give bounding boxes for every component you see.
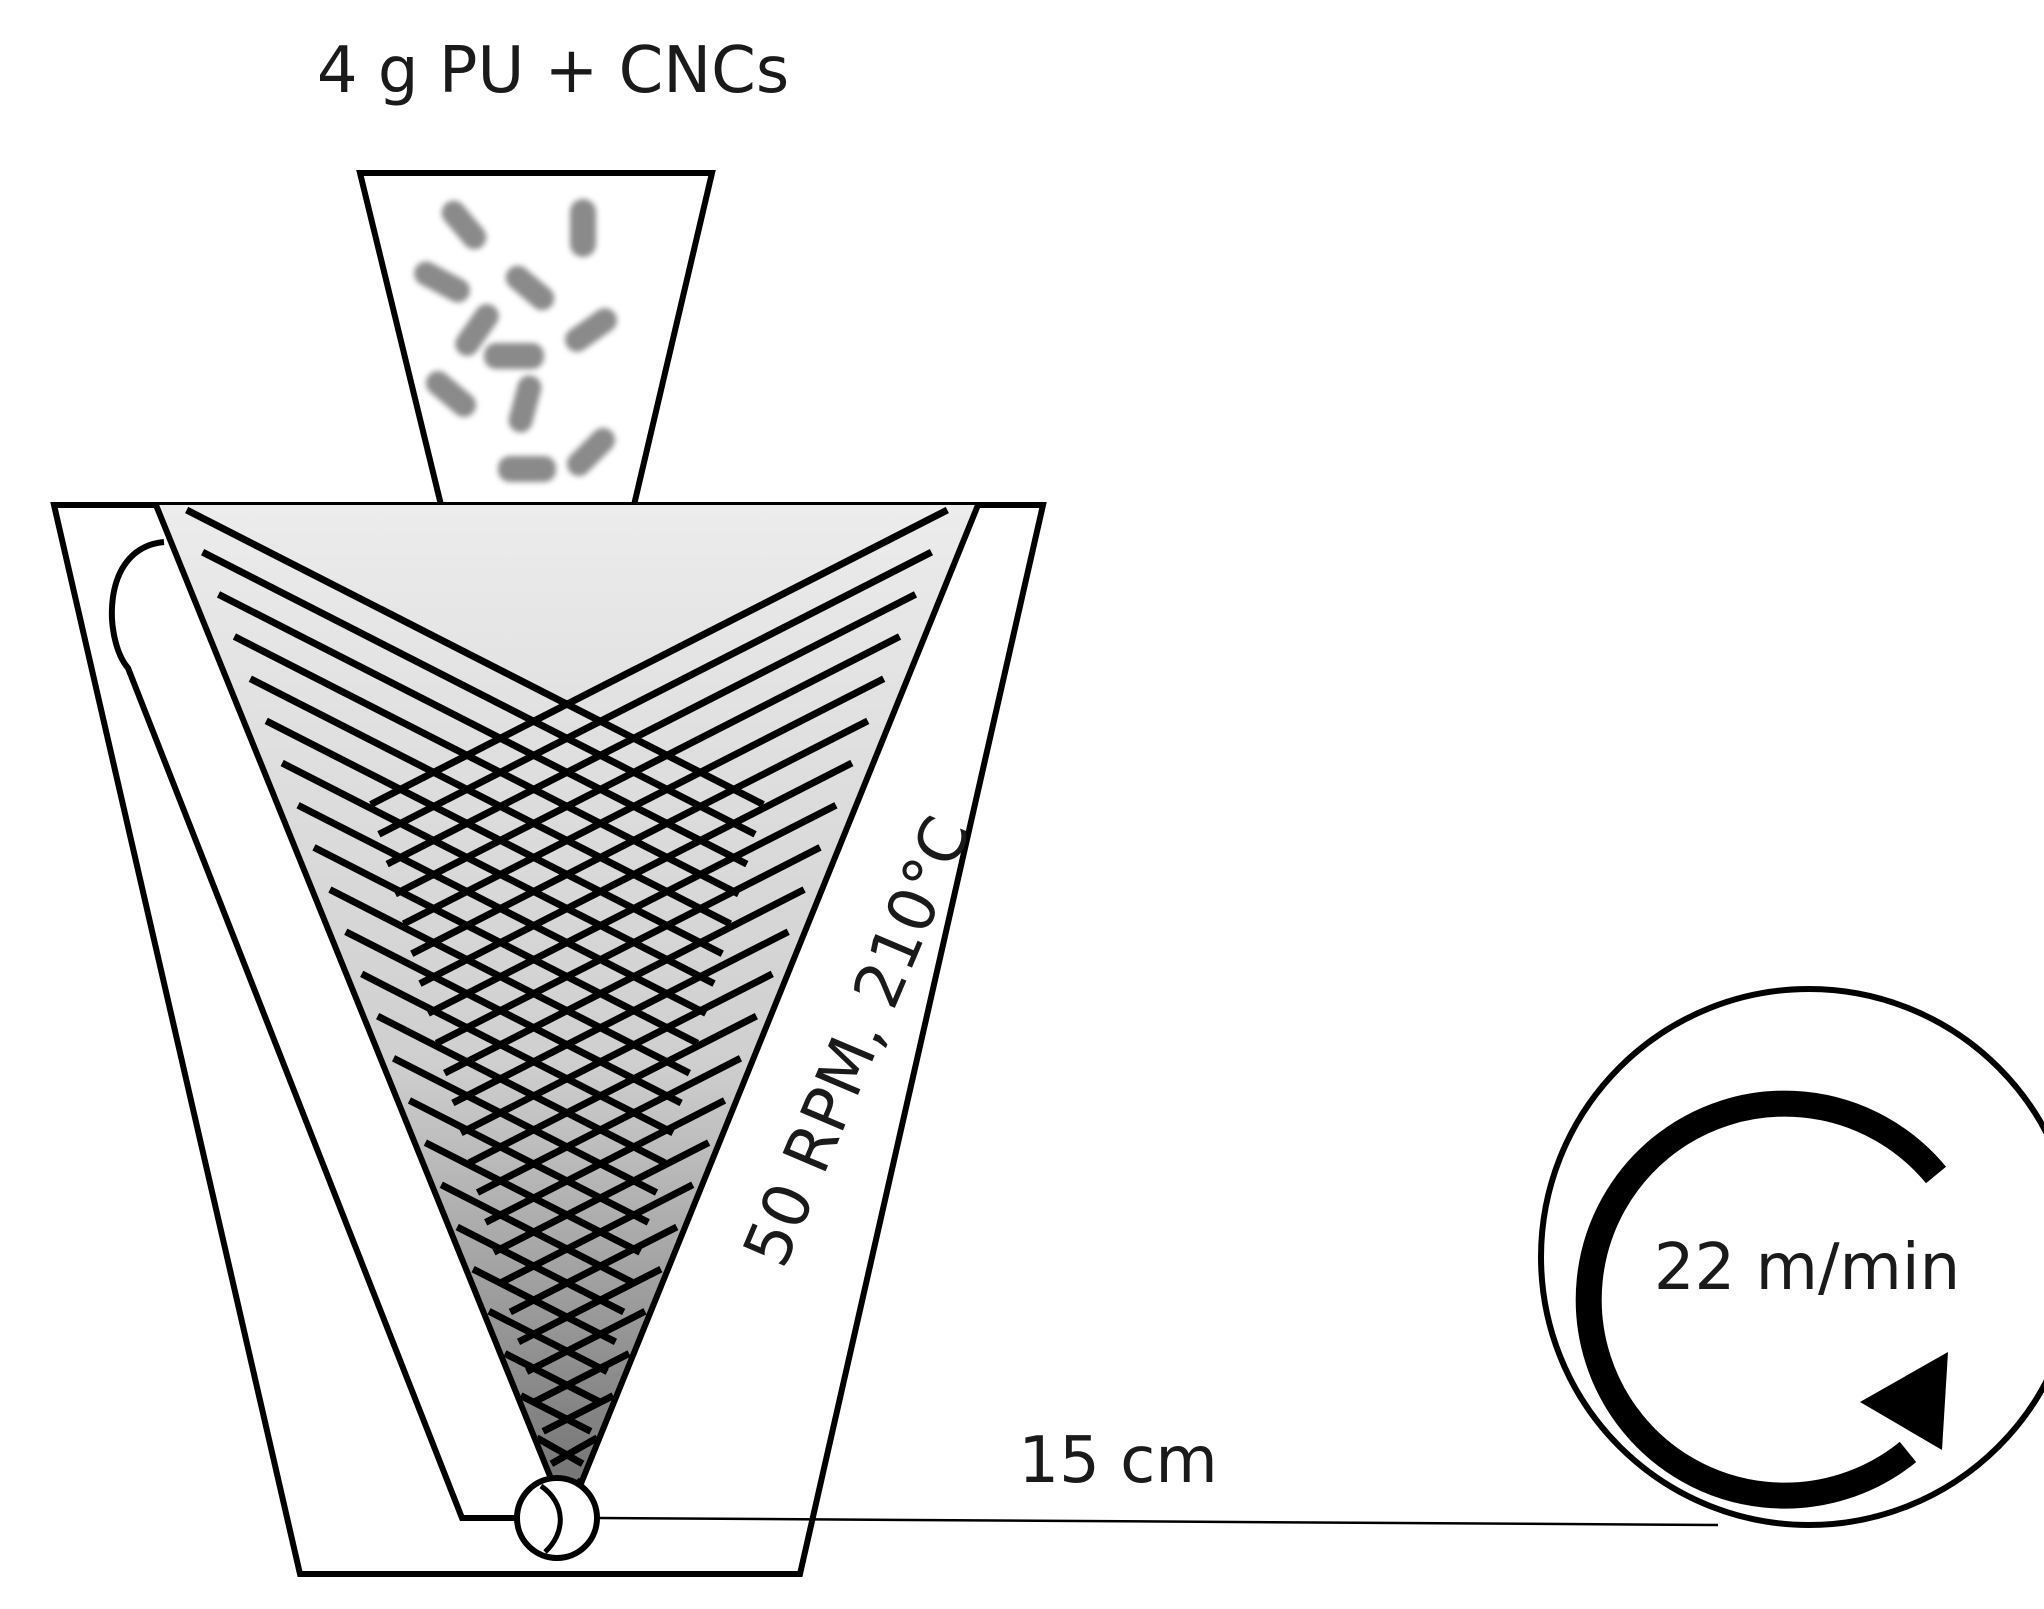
screw-flight xyxy=(377,549,934,838)
screw-flight xyxy=(401,675,886,927)
screw-flight xyxy=(475,1055,743,1196)
screw-flight xyxy=(360,970,675,1136)
screw-flight xyxy=(418,759,854,987)
screw-flight xyxy=(467,1012,758,1166)
take-up-roller: 22 m/min xyxy=(1538,986,2044,1528)
screw-flight xyxy=(216,591,749,868)
feed-label: 4 g PU + CNCs xyxy=(317,34,789,108)
screw-flight xyxy=(376,1012,667,1166)
hopper xyxy=(356,170,716,508)
take-up-speed-label: 22 m/min xyxy=(1654,1231,1960,1305)
screw-flight xyxy=(344,928,683,1107)
screw-flight xyxy=(459,970,774,1136)
rotation-arrow-icon xyxy=(1575,1090,1948,1509)
screw-flight xyxy=(508,1223,679,1316)
screw-flight xyxy=(423,1139,642,1256)
screw-flight xyxy=(487,1308,609,1375)
screw-flight xyxy=(280,759,716,987)
screw-flight xyxy=(296,802,708,1017)
screw-flight xyxy=(451,928,790,1107)
screw-flight xyxy=(407,1097,650,1226)
screw-flight xyxy=(328,886,691,1077)
screw-flight xyxy=(535,1434,585,1467)
screw-flight xyxy=(426,802,838,1017)
pellets-icon xyxy=(414,199,617,482)
screw-flight xyxy=(525,1308,647,1375)
screw-flight xyxy=(410,717,870,957)
screw-flight xyxy=(248,675,733,927)
screw-flight xyxy=(391,1055,659,1196)
screw-flight xyxy=(519,1392,593,1435)
screw-flight xyxy=(516,1266,663,1345)
screw-flight xyxy=(393,633,902,898)
screw-flight xyxy=(471,1266,618,1345)
screw-flight xyxy=(264,717,724,957)
conical-mixer xyxy=(153,503,981,1526)
screw-flight xyxy=(200,549,757,838)
screw-flight xyxy=(541,1392,615,1435)
die-nozzle xyxy=(514,1475,600,1561)
screw-flights xyxy=(185,506,949,1509)
screw-flight xyxy=(549,1434,599,1467)
screw-flight xyxy=(533,1350,631,1405)
screw-flight xyxy=(492,1139,711,1256)
screw-flight xyxy=(455,1223,626,1316)
screw-flight xyxy=(232,633,741,898)
fiber-line xyxy=(597,1516,1719,1527)
screw-flight xyxy=(385,591,918,868)
screw-flight xyxy=(443,886,806,1077)
screw-flight xyxy=(503,1350,601,1405)
screw-flight xyxy=(484,1097,727,1226)
distance-label: 15 cm xyxy=(1018,1424,1217,1498)
